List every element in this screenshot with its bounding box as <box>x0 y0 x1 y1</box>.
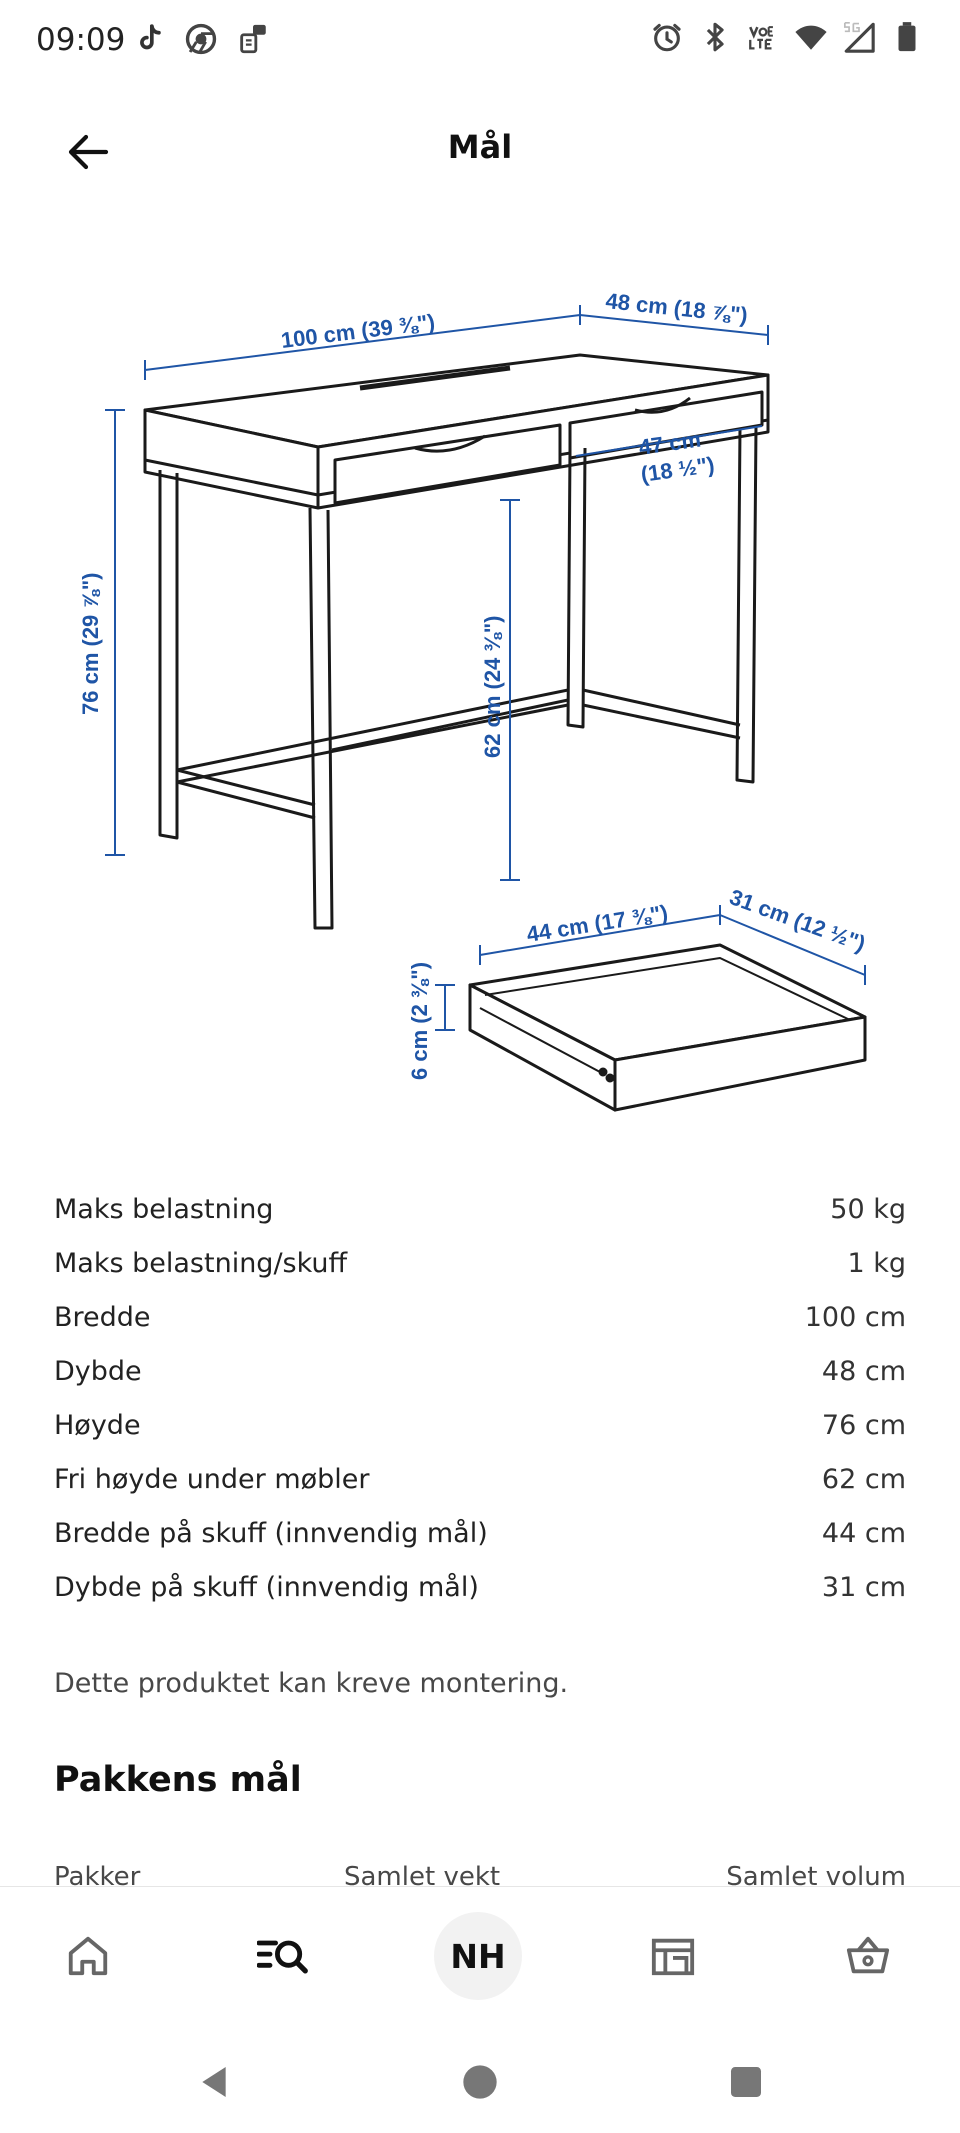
spec-value: 48 cm <box>821 1355 906 1387</box>
system-recents-button[interactable] <box>718 2054 774 2110</box>
clearance-label: 62 cm (24 ⅜") <box>480 615 505 758</box>
spec-label: Høyde <box>54 1409 141 1441</box>
system-home-button[interactable] <box>452 2054 508 2110</box>
spec-label: Dybde på skuff (innvendig mål) <box>54 1571 479 1603</box>
volte-icon <box>749 26 773 50</box>
back-button[interactable] <box>58 122 118 182</box>
spec-row: Maks belastning 50 kg <box>54 1182 906 1236</box>
spec-label: Dybde <box>54 1355 142 1387</box>
header: Mål <box>0 110 960 190</box>
spec-row: Høyde 76 cm <box>54 1398 906 1452</box>
spec-label: Maks belastning/skuff <box>54 1247 348 1279</box>
spec-value: 50 kg <box>830 1193 906 1225</box>
spec-row: Maks belastning/skuff 1 kg <box>54 1236 906 1290</box>
arrow-left-icon <box>68 134 109 170</box>
spec-row: Dybde på skuff (innvendig mål) 31 cm <box>54 1560 906 1614</box>
battery-icon <box>898 22 916 52</box>
status-left-icons <box>132 22 270 56</box>
triangle-back-icon <box>202 2067 226 2097</box>
nav-profile[interactable]: NH <box>433 1911 523 2001</box>
home-icon <box>68 1936 108 1976</box>
signal-5g-icon <box>843 21 875 53</box>
bottom-navigation: NH <box>0 1886 960 2022</box>
spec-label: Bredde på skuff (innvendig mål) <box>54 1517 488 1549</box>
spec-value: 62 cm <box>821 1463 906 1495</box>
page-title: Mål <box>447 128 513 166</box>
spec-row: Fri høyde under møbler 62 cm <box>54 1452 906 1506</box>
depth-label: 48 cm (18 ⅞") <box>604 288 748 328</box>
spec-row: Dybde 48 cm <box>54 1344 906 1398</box>
assembly-note: Dette produktet kan kreve montering. <box>54 1668 569 1699</box>
drawer-height-label: 6 cm (2 ⅜") <box>407 962 432 1080</box>
desk-drawing <box>143 353 770 930</box>
package-column-weight: Samlet vekt <box>344 1862 501 1888</box>
store-icon <box>651 1938 695 1976</box>
drawer-drawing <box>468 943 867 1112</box>
nav-home[interactable] <box>43 1911 133 2001</box>
height-label: 76 cm (29 ⅞") <box>78 572 103 715</box>
nav-search[interactable] <box>238 1911 328 2001</box>
drawer-width-label: 44 cm (17 ⅜") <box>525 900 670 947</box>
system-navigation <box>0 2022 960 2133</box>
search-list-icon <box>257 1940 308 1974</box>
status-right-icons <box>650 20 924 54</box>
drawer-depth-label: 31 cm (12 ½") <box>726 884 868 956</box>
nav-store[interactable] <box>628 1911 718 2001</box>
spec-value: 76 cm <box>821 1409 906 1441</box>
square-recents-icon <box>731 2067 761 2097</box>
notification-icon <box>240 24 266 54</box>
status-time: 09:09 <box>36 22 126 58</box>
spec-row: Bredde på skuff (innvendig mål) 44 cm <box>54 1506 906 1560</box>
bluetooth-icon <box>706 22 724 52</box>
spec-row: Bredde 100 cm <box>54 1290 906 1344</box>
package-column-volume: Samlet volum <box>726 1862 906 1888</box>
circle-home-icon <box>463 2065 497 2099</box>
dimension-illustration: 100 cm (39 ⅜") 48 cm (18 ⅞") 76 cm (29 ⅞… <box>78 288 869 1112</box>
package-section-title: Pakkens mål <box>54 1760 302 1800</box>
spec-label: Maks belastning <box>54 1193 274 1225</box>
spec-value: 100 cm <box>804 1301 906 1333</box>
wifi-icon <box>795 25 827 50</box>
dimension-lines <box>105 305 866 1031</box>
basket-icon <box>846 1936 890 1974</box>
nav-basket[interactable] <box>823 1911 913 2001</box>
alarm-icon <box>653 23 681 52</box>
status-bar: 09:09 <box>0 0 960 80</box>
spec-value: 44 cm <box>821 1517 906 1549</box>
profile-avatar: NH <box>434 1912 522 2000</box>
spec-value: 31 cm <box>821 1571 906 1603</box>
spec-list: Maks belastning 50 kg Maks belastning/sk… <box>54 1182 906 1614</box>
spec-label: Bredde <box>54 1301 151 1333</box>
chrome-icon <box>185 23 217 55</box>
spec-value: 1 kg <box>847 1247 906 1279</box>
package-column-packages: Pakker <box>54 1862 141 1888</box>
system-back-button[interactable] <box>186 2054 242 2110</box>
package-table-header: Pakker Samlet vekt Samlet volum <box>54 1862 906 1888</box>
width-label: 100 cm (39 ⅜") <box>280 309 437 353</box>
tiktok-icon <box>140 24 161 50</box>
spec-label: Fri høyde under møbler <box>54 1463 370 1495</box>
